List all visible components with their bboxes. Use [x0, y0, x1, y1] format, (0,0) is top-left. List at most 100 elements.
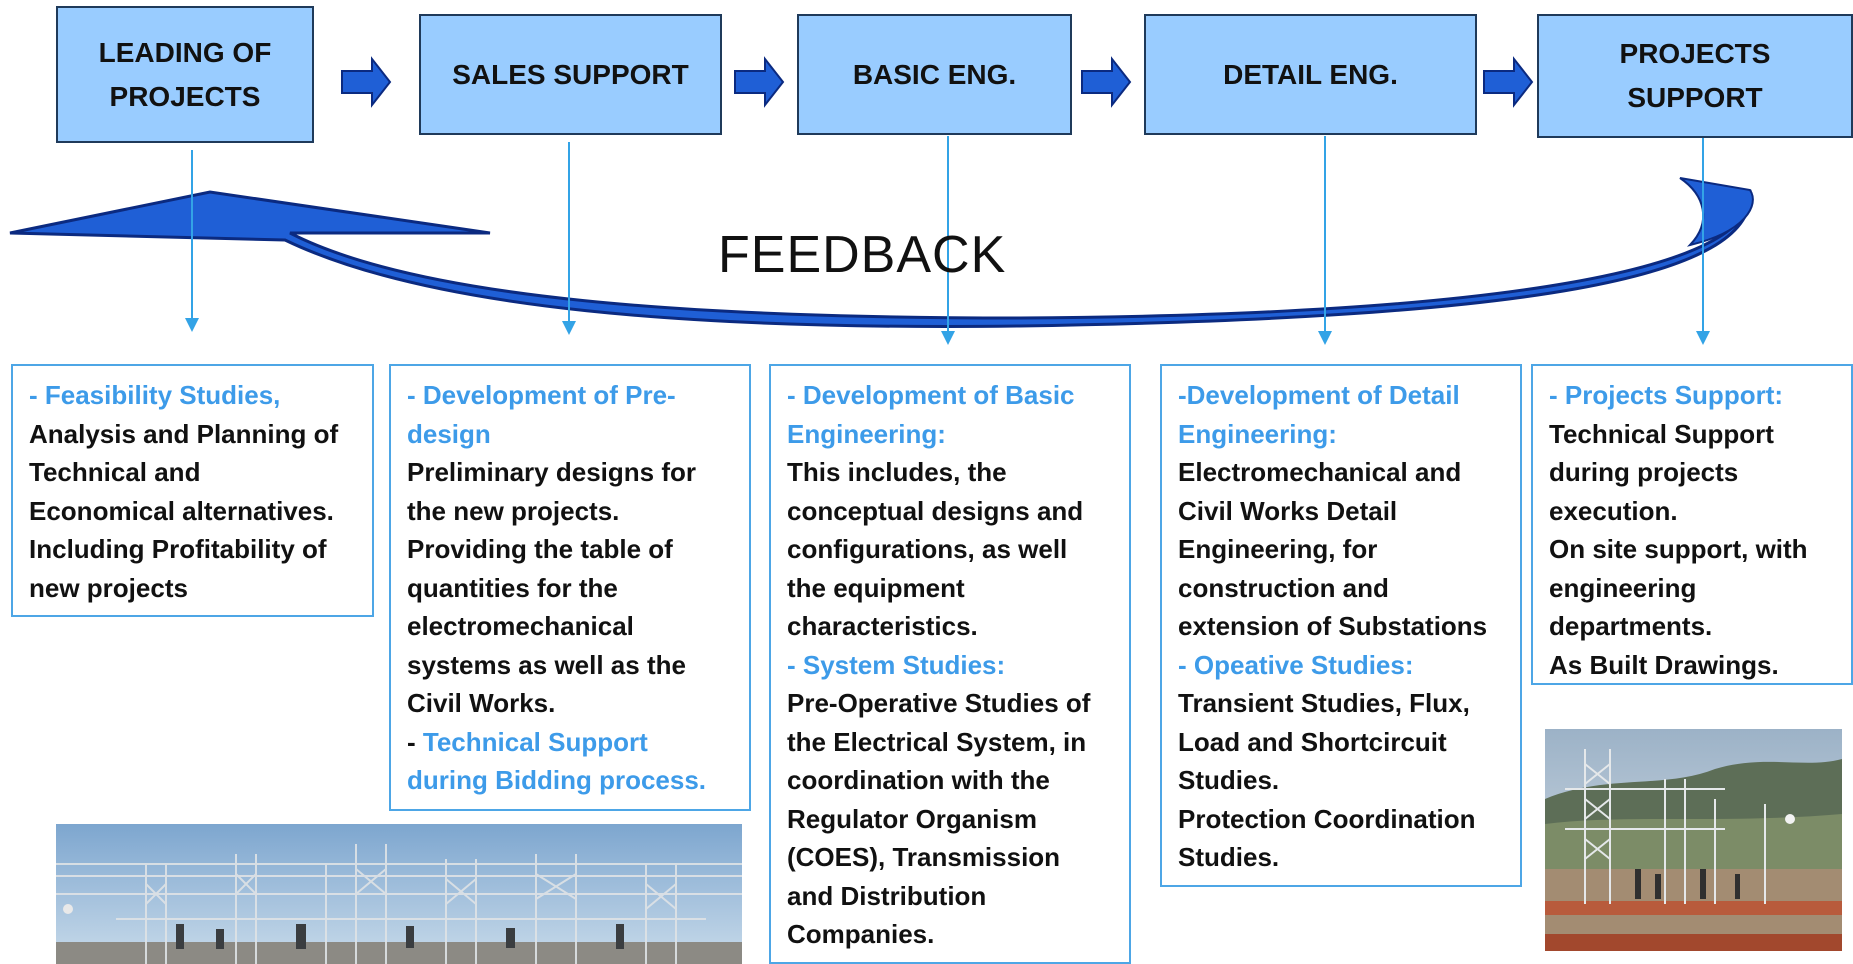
panel-text: Electromechanical and [1178, 457, 1462, 487]
panel-line: (COES), Transmission [787, 838, 1113, 877]
panel-line: and Distribution [787, 877, 1113, 916]
panel-text: during Bidding process. [407, 765, 707, 795]
panel-text: the new projects. [407, 495, 620, 526]
panel-line: - System Studies: [787, 646, 1113, 685]
panel-line: execution. [1549, 492, 1835, 531]
panel-text: and Distribution [787, 880, 987, 911]
panel-text: coordination with the [787, 765, 1050, 795]
panel-text: Companies. [787, 919, 935, 949]
panel-line: extension of Substations [1178, 607, 1504, 646]
panel-text: Preliminary designs for [407, 457, 696, 487]
panel-line: Analysis and Planning of [29, 415, 356, 454]
panel-line: Engineering: [1178, 415, 1504, 454]
panel-text: the Electrical System, in [787, 726, 1087, 757]
panel-text: Economical alternatives. [29, 495, 334, 526]
panel-text: Pre-Operative Studies of [787, 688, 1091, 718]
panel-line: Studies. [1178, 761, 1504, 800]
panel-text: electromechanical [407, 611, 634, 641]
step-arrow [1483, 56, 1534, 108]
step-detail-eng: DETAIL ENG. [1144, 14, 1477, 135]
panel-line: Electromechanical and [1178, 453, 1504, 492]
panel-text: On site support, with [1549, 534, 1808, 564]
panel-text: engineering [1549, 572, 1697, 603]
panel-text: design [407, 418, 491, 449]
panel-line: coordination with the [787, 761, 1113, 800]
panel-text: Civil Works. [407, 688, 556, 718]
panel-line: conceptual designs and [787, 492, 1113, 531]
panel-text: configurations, as well [787, 534, 1068, 564]
panel-text: conceptual designs and [787, 495, 1084, 526]
panel-text: Studies. [1178, 765, 1280, 795]
panel-line: new projects [29, 569, 356, 608]
panel-text: Including Profitability of [29, 534, 327, 564]
connector-arrowhead [185, 318, 199, 332]
panel-text: - Development of Basic [787, 380, 1075, 410]
panel-text: (COES), Transmission [787, 842, 1061, 872]
panel-text: Regulator Organism [787, 803, 1037, 834]
panel-text: - Opeative Studies: [1178, 649, 1414, 680]
panel-line: quantities for the [407, 569, 733, 608]
panel-line: electromechanical [407, 607, 733, 646]
panel-text: Protection Coordination [1178, 803, 1476, 834]
panel-line: - Projects Support: [1549, 376, 1835, 415]
panel-line: engineering [1549, 569, 1835, 608]
panel-line: construction and [1178, 569, 1504, 608]
panel-text: systems as well as the [407, 649, 686, 680]
panel-line: the new projects. [407, 492, 733, 531]
panel-text: Technical and [29, 457, 201, 487]
panel-line: characteristics. [787, 607, 1113, 646]
panel-line: Engineering, for [1178, 530, 1504, 569]
panel-line: Regulator Organism [787, 800, 1113, 839]
step-label: DETAIL ENG. [1223, 58, 1398, 90]
step-label: PROJECTS [1619, 38, 1771, 69]
panel-line: the equipment [787, 569, 1113, 608]
panel-line: Technical Support [1549, 415, 1835, 454]
step-label: BASIC ENG. [852, 58, 1017, 90]
panel-line: Transient Studies, Flux, [1178, 684, 1504, 723]
panel-line: - Feasibility Studies, [29, 376, 356, 415]
step-projects-support: PROJECTS SUPPORT [1537, 14, 1853, 138]
panel-text: This includes, the [787, 457, 1007, 487]
panel-text: extension of Substations [1178, 611, 1488, 641]
step-arrow [341, 56, 392, 108]
panel-text: departments. [1549, 611, 1713, 641]
panel-line: Civil Works Detail [1178, 492, 1504, 531]
step-arrow [734, 56, 785, 108]
panel-line: Protection Coordination [1178, 800, 1504, 839]
panel-line: Load and Shortcircuit [1178, 723, 1504, 762]
panel-text: Technical Support [1549, 418, 1774, 449]
step-label: LEADING OF [98, 36, 272, 68]
panel-text: Engineering: [1178, 418, 1337, 449]
step-sales-support: SALES SUPPORT [419, 14, 722, 135]
panel-text: Load and Shortcircuit [1178, 726, 1447, 757]
panel-text: new projects [29, 572, 188, 603]
panel-text: - Development of Pre- [407, 380, 676, 410]
panel-line: This includes, the [787, 453, 1113, 492]
panel-text: As Built Drawings. [1549, 649, 1779, 680]
substation-photo-left [56, 824, 742, 964]
panel-line: Preliminary designs for [407, 453, 733, 492]
panel-line: design [407, 415, 733, 454]
panel-text: execution. [1549, 495, 1678, 526]
panel-text-highlight: Technical Support [422, 726, 648, 757]
panel-text: Studies. [1178, 842, 1280, 872]
feedback-arrow [9, 189, 1752, 328]
step-label: SALES SUPPORT [452, 58, 689, 90]
substation-photo-right [1545, 729, 1842, 951]
connector-arrowhead [1318, 331, 1332, 345]
panel-line: Companies. [787, 915, 1113, 954]
panel-line: Technical and [29, 453, 356, 492]
panel-text: -Development of Detail [1178, 380, 1460, 410]
panel-line: - Opeative Studies: [1178, 646, 1504, 685]
panel-line: - Development of Pre- [407, 376, 733, 415]
panel-line: the Electrical System, in [787, 723, 1113, 762]
panel-line: - Development of Basic [787, 376, 1113, 415]
step-label: SUPPORT [1627, 82, 1763, 113]
panel-text: Engineering: [787, 418, 946, 449]
